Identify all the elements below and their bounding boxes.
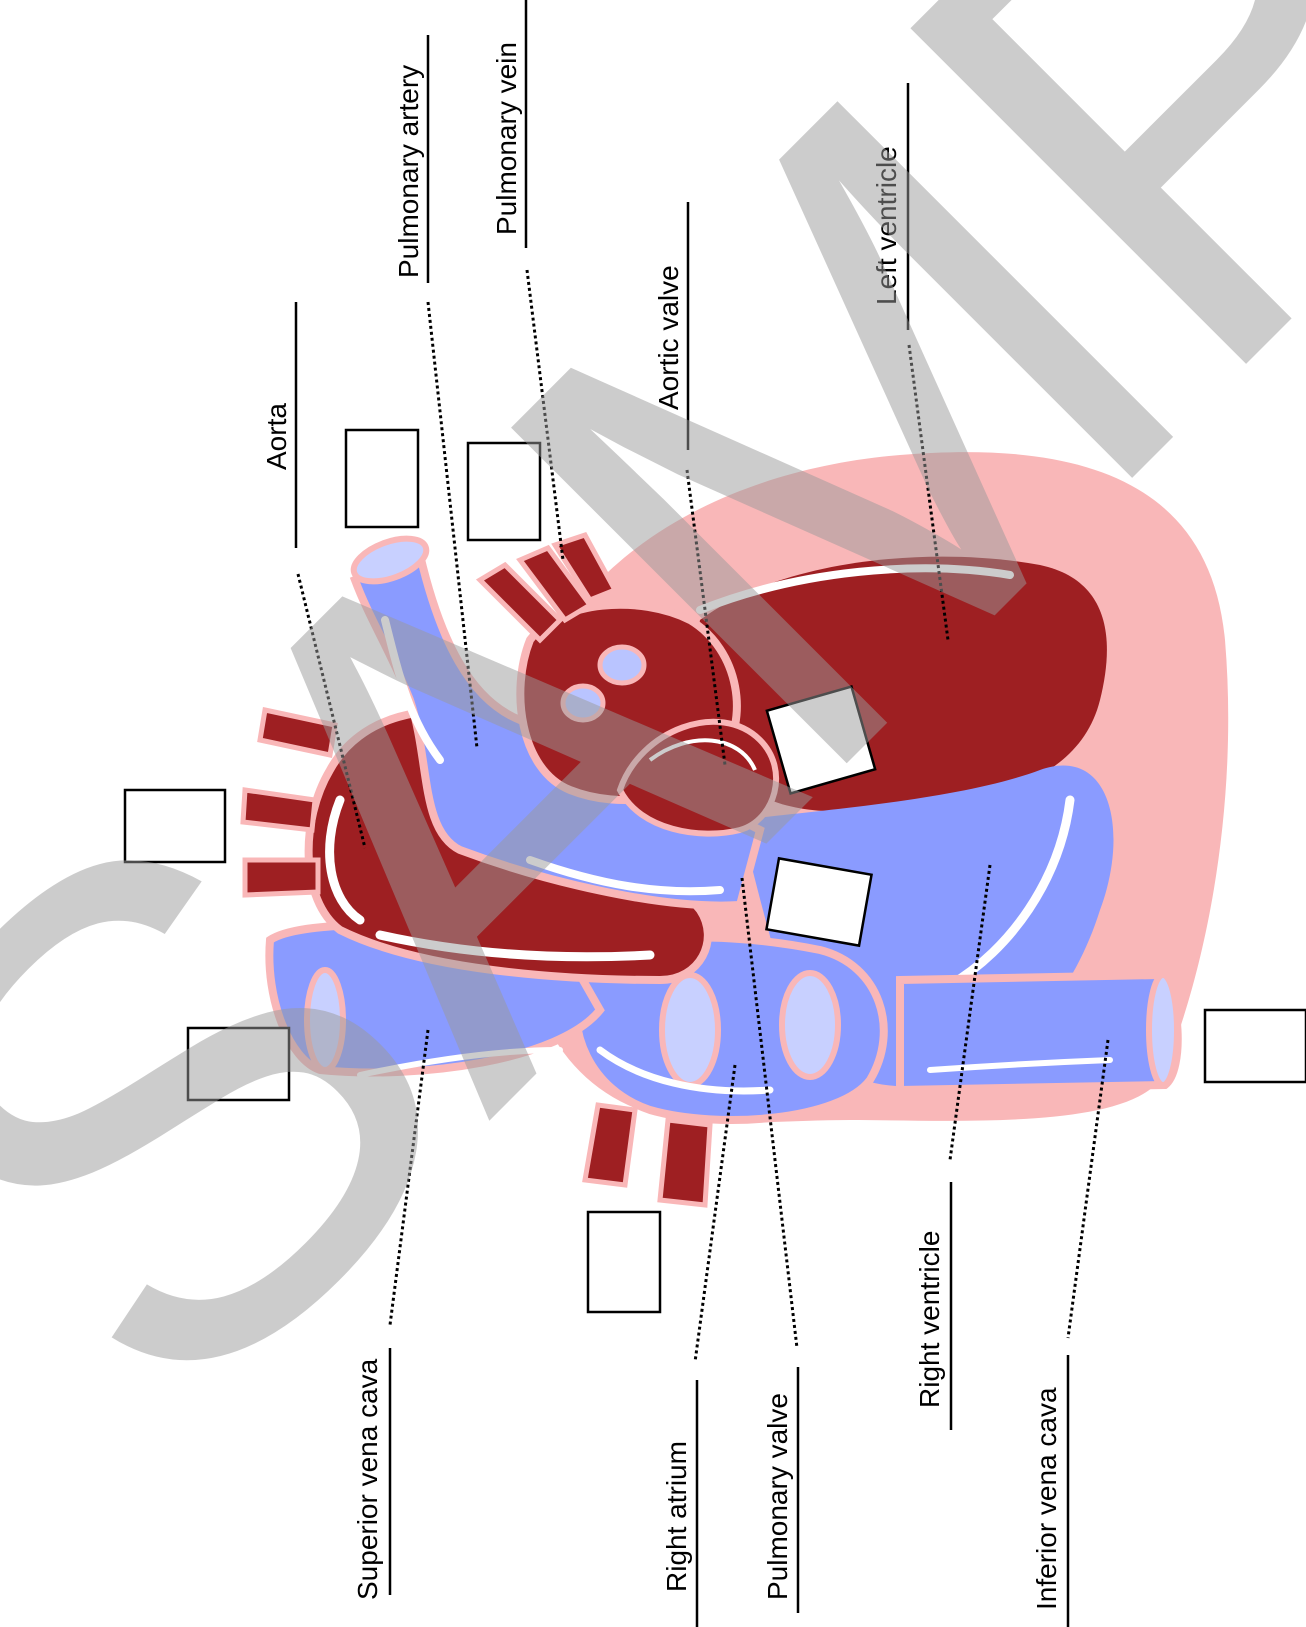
inferior-vena-cava-body — [900, 975, 1178, 1090]
inferior-vena-cava-opening — [1149, 975, 1177, 1085]
label-pulmonary-valve: Pulmonary valve — [762, 1393, 793, 1600]
label-pulmonary-artery: Pulmonary artery — [393, 65, 424, 278]
answer-box-right-atrium[interactable] — [588, 1212, 660, 1312]
label-inferior-vena-cava: Inferior vena cava — [1031, 1387, 1062, 1610]
label-pulmonary-vein: Pulmonary vein — [491, 42, 522, 235]
answer-box-inferior-vena-cava[interactable] — [1205, 1010, 1306, 1082]
label-right-atrium: Right atrium — [661, 1441, 692, 1592]
label-right-ventricle: Right ventricle — [914, 1231, 945, 1408]
